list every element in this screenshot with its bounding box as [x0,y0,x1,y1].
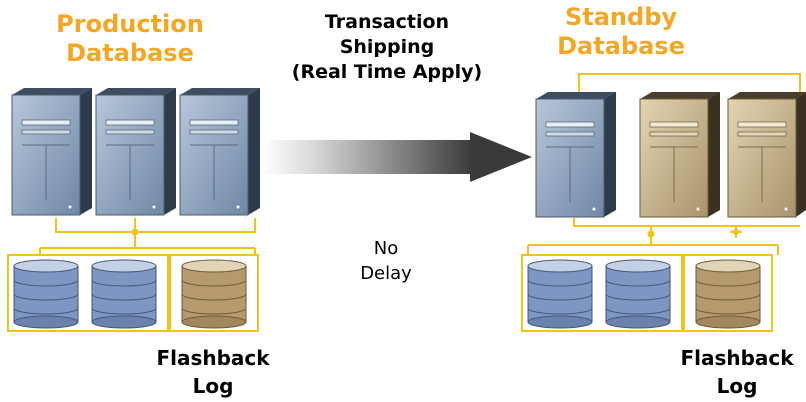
standby-datafile-frame [521,254,683,332]
standby-connectors [527,73,801,255]
primary-disk-1 [13,259,79,329]
primary-title-line2: Database [66,39,194,67]
primary-title: Production Database [30,10,230,68]
standby-title: Standby Database [536,3,706,61]
standby-flashback-disk [695,259,761,329]
standby-junction-dot [647,230,655,238]
primary-connectors [39,218,256,255]
primary-server-3 [179,88,260,216]
primary-datafile-frame [7,254,169,332]
delay-label-line2: Delay [360,263,412,284]
standby-server-3 [727,92,806,218]
primary-flashback-frame [169,254,259,332]
primary-server-1 [11,88,92,216]
primary-title-line1: Production [56,10,204,38]
transport-label-line3: (Real Time Apply) [291,61,483,83]
standby-server-2 [639,92,720,218]
standby-flashback-frame [683,254,773,332]
transport-arrow [262,132,532,182]
primary-flashback-line2: Log [192,374,234,398]
transport-label-line2: Shipping [339,36,435,58]
primary-flashback-line1: Flashback [156,346,270,370]
delay-label: No Delay [336,236,436,286]
delay-label-line1: No [373,238,399,259]
standby-flashback-label: Flashback Log [672,344,802,400]
standby-server-1 [535,92,616,218]
standby-disk-2 [605,259,671,329]
transport-label: Transaction Shipping (Real Time Apply) [262,10,512,85]
standby-disk-1 [527,259,593,329]
transport-label-line1: Transaction [324,11,450,33]
primary-flashback-label: Flashback Log [148,344,278,400]
primary-flashback-disk [181,259,247,329]
primary-server-2 [95,88,176,216]
standby-flashback-line2: Log [716,374,758,398]
standby-title-line2: Database [557,32,685,60]
standby-spark-icon [730,226,742,238]
primary-junction-dot [131,228,139,236]
standby-title-line1: Standby [564,3,678,31]
standby-flashback-line1: Flashback [680,346,794,370]
primary-disk-2 [91,259,157,329]
